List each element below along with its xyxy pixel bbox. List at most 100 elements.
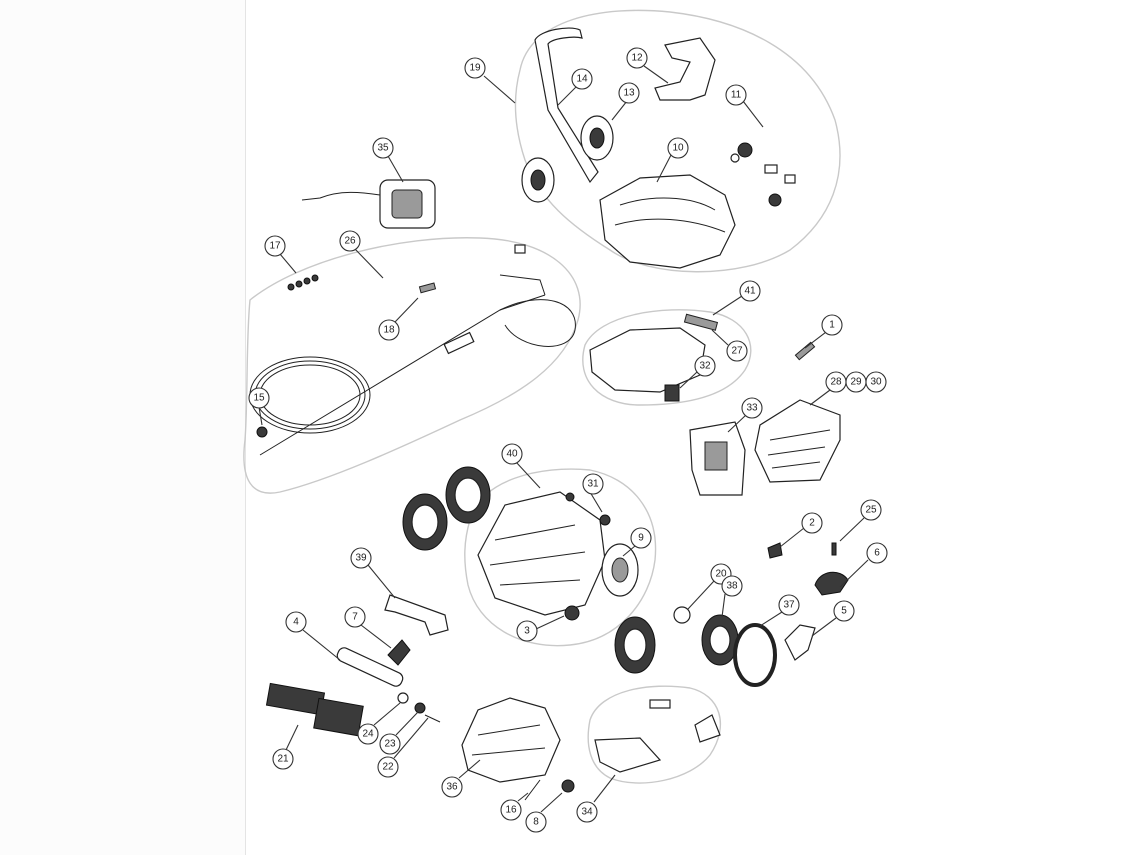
- svg-text:13: 13: [623, 88, 635, 99]
- part-23: [414, 702, 426, 714]
- callout-10: 10: [667, 137, 689, 159]
- part-3: [564, 605, 580, 621]
- part-31b: [565, 492, 575, 502]
- callout-41: 41: [739, 280, 761, 302]
- callout-29: 29: [845, 371, 867, 393]
- callout-11: 11: [725, 84, 747, 106]
- svg-text:21: 21: [277, 754, 289, 765]
- callout-34: 34: [576, 801, 598, 823]
- part-wheel-19: [521, 157, 555, 203]
- callout-37: 37: [778, 594, 800, 616]
- svg-text:5: 5: [841, 606, 847, 617]
- callout-19: 19: [464, 57, 486, 79]
- part-spring-1: [794, 341, 816, 361]
- svg-text:37: 37: [783, 600, 795, 611]
- part-32: [664, 384, 680, 402]
- callout-17: 17: [264, 235, 286, 257]
- part-small-fittings-11: [730, 142, 796, 207]
- part-25: [831, 542, 837, 556]
- callout-14: 14: [571, 68, 593, 90]
- callout-1: 1: [821, 314, 843, 336]
- callout-6: 6: [866, 542, 888, 564]
- svg-text:19: 19: [469, 63, 481, 74]
- callout-40: 40: [501, 443, 523, 465]
- svg-text:17: 17: [269, 241, 281, 252]
- callout-23: 23: [379, 733, 401, 755]
- callout-8: 8: [525, 811, 547, 833]
- callout-30: 30: [865, 371, 887, 393]
- callout-21: 21: [272, 748, 294, 770]
- svg-text:29: 29: [850, 377, 862, 388]
- svg-text:39: 39: [355, 553, 367, 564]
- svg-text:4: 4: [293, 617, 299, 628]
- part-18: [418, 282, 437, 294]
- part-top-cover: [589, 327, 706, 393]
- callout-39: 39: [350, 547, 372, 569]
- callout-16: 16: [500, 799, 522, 821]
- part-gear-9: [601, 543, 639, 597]
- callout-2: 2: [801, 512, 823, 534]
- svg-text:27: 27: [731, 346, 743, 357]
- svg-text:18: 18: [383, 325, 395, 336]
- callout-13: 13: [618, 82, 640, 104]
- callout-24: 24: [357, 723, 379, 745]
- part-24: [397, 692, 409, 704]
- callout-3: 3: [516, 620, 538, 642]
- part-roller-4: [336, 647, 404, 687]
- callout-5: 5: [833, 600, 855, 622]
- group-outline-cable: [243, 237, 581, 494]
- part-handle: [534, 27, 599, 184]
- svg-text:26: 26: [344, 236, 356, 247]
- svg-text:12: 12: [631, 53, 643, 64]
- part-wheel-left-a: [402, 493, 448, 551]
- page-left-margin: [0, 0, 246, 855]
- part-brackets-34: [594, 699, 721, 773]
- svg-text:34: 34: [581, 807, 593, 818]
- part-wheel-13: [580, 115, 614, 161]
- group-outline-top-cover: [582, 309, 752, 406]
- svg-text:20: 20: [715, 569, 727, 580]
- callout-18: 18: [378, 319, 400, 341]
- part-8: [561, 779, 575, 793]
- part-wheel-left-b: [445, 466, 491, 524]
- part-tire-37: [733, 623, 777, 687]
- svg-text:23: 23: [384, 739, 396, 750]
- part-20: [673, 606, 691, 624]
- callout-26: 26: [339, 230, 361, 252]
- svg-text:1: 1: [829, 320, 835, 331]
- callout-33: 33: [741, 397, 763, 419]
- svg-text:38: 38: [726, 581, 738, 592]
- callout-7: 7: [344, 606, 366, 628]
- part-22: [424, 714, 441, 723]
- part-body-10: [599, 174, 736, 269]
- part-base-36: [461, 697, 561, 783]
- part-5: [784, 624, 816, 661]
- svg-text:32: 32: [699, 361, 711, 372]
- callout-35: 35: [372, 137, 394, 159]
- callout-9: 9: [630, 527, 652, 549]
- leader-lines: [258, 65, 869, 813]
- part-clip-12: [654, 37, 716, 101]
- callout-15: 15: [248, 387, 270, 409]
- svg-text:31: 31: [587, 479, 599, 490]
- part-15: [256, 426, 268, 438]
- part-7: [387, 639, 411, 666]
- group-outline-chassis: [464, 468, 657, 647]
- svg-text:25: 25: [865, 505, 877, 516]
- callout-27: 27: [726, 340, 748, 362]
- part-wheel-lower: [614, 616, 656, 674]
- callout-4: 4: [285, 611, 307, 633]
- svg-text:9: 9: [638, 533, 644, 544]
- callout-28: 28: [825, 371, 847, 393]
- svg-text:6: 6: [874, 548, 880, 559]
- svg-text:24: 24: [362, 729, 374, 740]
- svg-text:40: 40: [506, 449, 518, 460]
- svg-text:3: 3: [524, 626, 530, 637]
- part-handle-39: [384, 594, 449, 636]
- group-outline-brackets: [587, 685, 721, 784]
- part-spring-27: [683, 313, 719, 331]
- part-screws-17: [287, 274, 319, 291]
- svg-text:8: 8: [533, 817, 539, 828]
- svg-text:7: 7: [352, 612, 358, 623]
